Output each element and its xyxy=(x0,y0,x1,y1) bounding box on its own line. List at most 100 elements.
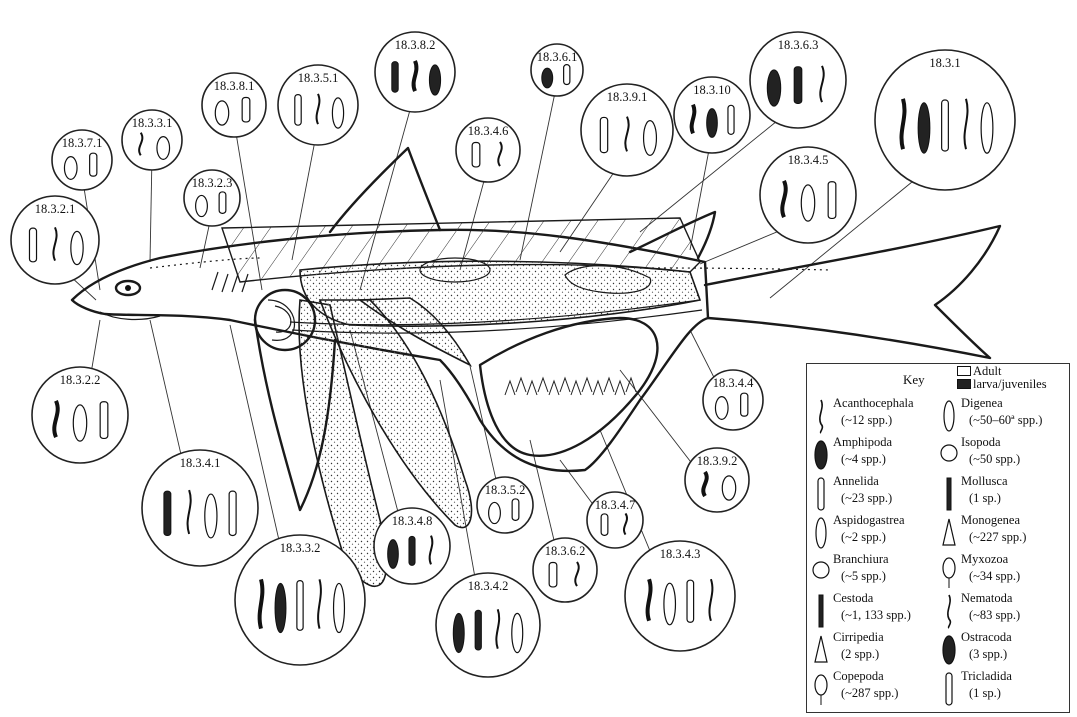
legend-taxon: Acanthocephala (~12 spp.) xyxy=(811,396,931,436)
parasite-glyph xyxy=(157,137,170,160)
parasite-glyph xyxy=(794,67,802,104)
parasite-glyph xyxy=(564,65,570,85)
valve-fold xyxy=(593,381,603,395)
taxon-name: Branchiura xyxy=(833,552,889,567)
parasite-glyph xyxy=(687,580,694,622)
branchiura-icon xyxy=(811,554,831,590)
site-bubble: 18.3.4.7 xyxy=(587,492,643,548)
parasite-glyph xyxy=(715,397,728,420)
legend-taxon: Digenea(~50–60ª spp.) xyxy=(939,396,1059,436)
site-label: 18.3.1 xyxy=(929,56,960,70)
parasite-glyph xyxy=(512,613,523,652)
taxon-count: (1 sp.) xyxy=(969,686,1001,701)
site-label: 18.3.5.2 xyxy=(485,483,526,497)
parasite-glyph xyxy=(918,103,930,153)
taxon-name: Ostracoda xyxy=(961,630,1012,645)
site-bubble: 18.3.8.2 xyxy=(375,32,455,112)
site-bubble: 18.3.4.4 xyxy=(703,370,763,430)
legend: Key Adult larva/juveniles Acanthocephala… xyxy=(806,363,1070,713)
legend-taxon: Branchiura(~5 spp.) xyxy=(811,552,931,592)
site-label: 18.3.10 xyxy=(693,83,731,97)
legend-taxon: Cestoda(~1, 133 spp.) xyxy=(811,591,931,631)
site-label: 18.3.2.3 xyxy=(192,176,233,190)
site-label: 18.3.4.2 xyxy=(468,579,509,593)
parasite-glyph xyxy=(472,142,480,166)
site-bubble: 18.3.5.1 xyxy=(278,65,358,145)
parasite-glyph xyxy=(215,101,228,125)
parasite-glyph xyxy=(275,583,286,632)
parasite-glyph xyxy=(71,231,83,264)
taxon-count: (~83 spp.) xyxy=(969,608,1020,623)
parasite-glyph xyxy=(664,583,676,625)
site-label: 18.3.8.2 xyxy=(395,38,436,52)
taxon-name: Cestoda xyxy=(833,591,873,606)
legend-taxon: Myxozoa(~34 spp.) xyxy=(939,552,1059,592)
parasite-glyph xyxy=(164,491,171,535)
site-bubble: 18.3.2.1 xyxy=(11,196,99,284)
parasite-glyph xyxy=(453,613,464,652)
taxon-name: Aspidogastrea xyxy=(833,513,905,528)
taxon-name: Annelida xyxy=(833,474,879,489)
parasite-glyph xyxy=(549,562,557,586)
mollusca-icon xyxy=(939,476,959,512)
parasite-glyph xyxy=(219,192,226,213)
taxon-count: (2 spp.) xyxy=(841,647,879,662)
taxon-name: Isopoda xyxy=(961,435,1001,450)
parasite-glyph xyxy=(707,109,718,138)
isopoda-icon xyxy=(939,437,959,473)
taxon-count: (~12 spp.) xyxy=(841,413,892,428)
spiral-valve xyxy=(480,318,657,456)
aspidogastrea-icon xyxy=(811,515,831,551)
site-bubble: 18.3.4.2 xyxy=(436,573,540,677)
site-label: 18.3.4.4 xyxy=(713,376,754,390)
site-bubble: 18.3.2.2 xyxy=(32,367,128,463)
taxon-name: Monogenea xyxy=(961,513,1020,528)
legend-taxon: Copepoda (~287 spp.) xyxy=(811,669,931,709)
site-label: 18.3.5.1 xyxy=(298,71,339,85)
legend-taxon: Ostracoda(3 spp.) xyxy=(939,630,1059,670)
spiral-valve-folds xyxy=(505,378,636,395)
parasite-glyph xyxy=(600,117,607,152)
leader-line xyxy=(150,155,152,262)
site-bubble: 18.3.6.3 xyxy=(750,32,846,128)
taxon-name: Acanthocephala xyxy=(833,396,914,411)
acanthocephala-icon xyxy=(811,398,831,434)
valve-fold xyxy=(516,378,526,392)
taxon-name: Nematoda xyxy=(961,591,1012,606)
parasite-glyph xyxy=(297,581,303,631)
parasite-glyph xyxy=(942,100,949,151)
taxon-name: Mollusca xyxy=(961,474,1008,489)
taxon-count: (~50 spp.) xyxy=(969,452,1020,467)
site-bubble: 18.3.9.1 xyxy=(581,84,673,176)
parasite-glyph xyxy=(828,182,836,219)
parasite-glyph xyxy=(73,405,86,441)
taxon-count: (~287 spp.) xyxy=(841,686,898,701)
cestoda-icon xyxy=(811,593,831,629)
legend-taxon: Annelida(~23 spp.) xyxy=(811,474,931,514)
taxon-count: (~50–60ª spp.) xyxy=(969,413,1042,428)
valve-fold xyxy=(571,381,581,395)
valve-fold xyxy=(582,378,592,392)
parasite-glyph xyxy=(64,157,77,180)
site-label: 18.3.4.5 xyxy=(788,153,829,167)
site-label: 18.3.2.2 xyxy=(60,373,101,387)
site-bubble: 18.3.8.1 xyxy=(202,73,266,137)
site-label: 18.3.6.3 xyxy=(778,38,819,52)
parasite-glyph xyxy=(332,98,343,128)
taxon-count: (~34 spp.) xyxy=(969,569,1020,584)
copepoda-icon xyxy=(811,671,831,707)
site-bubble: 18.3.4.1 xyxy=(142,450,258,566)
site-label: 18.3.4.7 xyxy=(595,498,636,512)
parasite-glyph xyxy=(475,610,481,650)
parasite-glyph xyxy=(741,393,748,416)
legend-taxon: Monogenea(~227 spp.) xyxy=(939,513,1059,553)
site-bubble: 18.3.3.1 xyxy=(122,110,182,170)
parasite-glyph xyxy=(388,540,399,569)
taxon-count: (~2 spp.) xyxy=(841,530,886,545)
parasite-glyph xyxy=(334,583,345,632)
valve-fold xyxy=(560,378,570,392)
legend-title: Key xyxy=(903,372,925,388)
parasite-glyph xyxy=(601,514,608,535)
taxon-name: Copepoda xyxy=(833,669,884,684)
larva-label: larva/juveniles xyxy=(973,378,1047,390)
